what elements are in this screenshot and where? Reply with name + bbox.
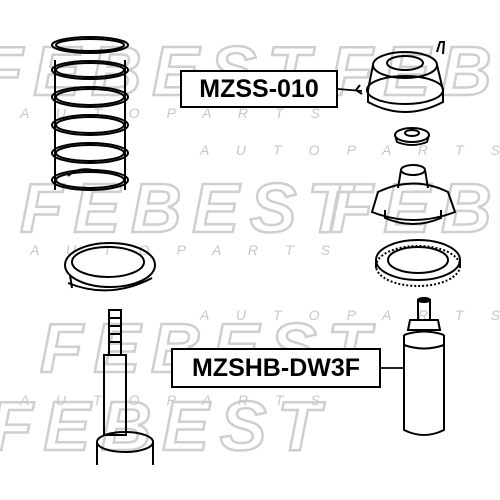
bearing-icon xyxy=(375,239,461,287)
callout-part-number-boot: MZSHB-DW3F xyxy=(171,348,381,388)
watermark-tagline-5: A U T O P A R T S xyxy=(19,392,321,408)
watermark-tagline-3: A U T O P A R T S xyxy=(29,242,331,258)
watermark-brand-4: FEBEST xyxy=(330,169,500,247)
watermark-tagline-4: A U T O P A R T S xyxy=(199,307,500,323)
watermark-tagline-2: A U T O P A R T S xyxy=(199,142,500,158)
callout-label-boot: MZSHB-DW3F xyxy=(191,353,361,382)
strut-mount-icon xyxy=(354,41,446,113)
bump-stop-icon xyxy=(370,164,457,225)
spring-seat-icon xyxy=(64,242,156,292)
dust-boot-icon xyxy=(403,297,445,436)
coil-spring-icon xyxy=(51,36,129,191)
callout-label-mount: MZSS-010 xyxy=(199,74,319,103)
watermark-brand-2: FEBEST xyxy=(330,32,500,110)
washer-icon xyxy=(394,127,430,146)
watermark-brand-3: FEBEST xyxy=(20,169,355,247)
leader-lines xyxy=(337,88,404,369)
callout-part-number-mount: MZSS-010 xyxy=(180,70,338,108)
shock-absorber-icon xyxy=(96,309,154,465)
